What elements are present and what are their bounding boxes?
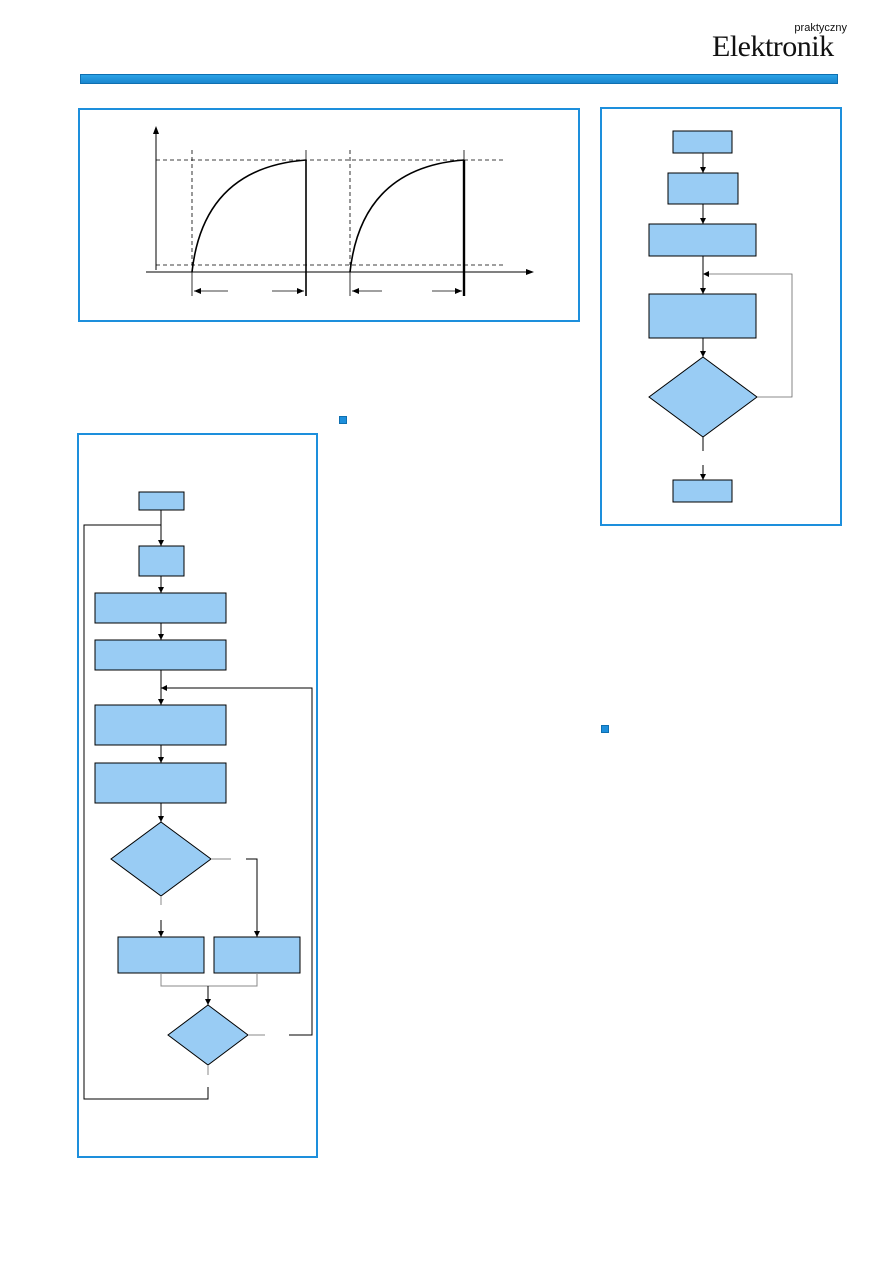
flow-node-process <box>117 936 205 974</box>
flow-node-process <box>648 223 757 257</box>
flow-node-end <box>672 479 733 503</box>
flow-node-decision <box>167 1004 249 1066</box>
flow-node-process <box>667 172 739 205</box>
flowchart-small-panel <box>600 107 842 526</box>
flow-node-decision <box>110 821 212 897</box>
flow-node-process <box>648 293 757 339</box>
flow-node-start <box>672 130 733 154</box>
bullet-square-icon <box>339 416 347 424</box>
flow-node-process <box>94 639 227 671</box>
charge-curve-1 <box>191 159 307 273</box>
logo-title: Elektronik <box>712 30 834 63</box>
flow-node-process <box>94 592 227 624</box>
logo-subtitle: praktyczny <box>794 22 847 34</box>
y-axis-arrow-icon <box>153 126 159 134</box>
flow-node-process <box>94 762 227 804</box>
flow-node-process <box>213 936 301 974</box>
flowchart-large-panel <box>77 433 318 1158</box>
flow-node-process <box>138 545 185 577</box>
flow-node-decision <box>648 356 758 438</box>
flowchart-large-figure <box>83 491 313 1100</box>
flowchart-small-figure <box>648 130 793 503</box>
flow-node-start <box>138 491 185 511</box>
waveform-panel <box>78 108 580 322</box>
x-axis-arrow-icon <box>526 269 534 275</box>
bullet-square-icon <box>601 725 609 733</box>
header-bar <box>80 74 838 84</box>
waveform-figure <box>146 126 534 296</box>
flow-node-process <box>94 704 227 746</box>
charge-curve-2 <box>349 159 465 273</box>
magazine-logo: praktyczny Elektronik <box>712 22 847 72</box>
